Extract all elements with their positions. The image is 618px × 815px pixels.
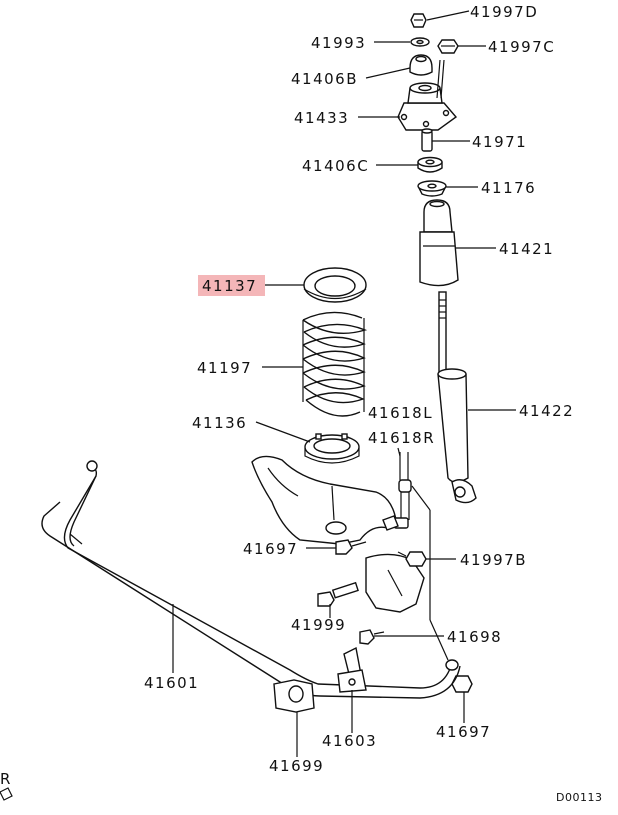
label-41136[interactable]: 41136 — [192, 414, 247, 432]
label-41999[interactable]: 41999 — [291, 616, 346, 634]
upper-bushing — [409, 54, 433, 76]
label-41698[interactable]: 41698 — [447, 628, 502, 646]
part-labels: 41997D 41993 41997C 41406B 41433 41971 4… — [144, 3, 574, 775]
corner-mark: R — [0, 770, 13, 801]
orientation-mark-text: R — [0, 770, 12, 788]
label-41406B[interactable]: 41406B — [291, 70, 358, 88]
label-41422[interactable]: 41422 — [519, 402, 574, 420]
label-41971[interactable]: 41971 — [472, 133, 527, 151]
label-41618L[interactable]: 41618L — [368, 404, 433, 422]
label-41433[interactable]: 41433 — [294, 109, 349, 127]
leader-lines — [172, 10, 516, 757]
bar-bushing — [273, 679, 315, 713]
bump-stop-boot — [419, 199, 459, 287]
label-41406C[interactable]: 41406C — [302, 157, 369, 175]
label-41699[interactable]: 41699 — [269, 757, 324, 775]
top-nut — [410, 13, 427, 28]
stabilizer-link — [382, 452, 449, 661]
mount-nut — [437, 39, 459, 54]
lower-bushing — [417, 156, 443, 173]
diagram-reference: D00113 — [556, 791, 602, 804]
label-41997B[interactable]: 41997B — [460, 551, 527, 569]
label-41137[interactable]: 41137 — [202, 277, 257, 295]
label-41618R[interactable]: 41618R — [368, 429, 435, 447]
bolt-41698 — [359, 629, 385, 645]
stabilizer-bar — [41, 460, 461, 699]
label-41997D[interactable]: 41997D — [470, 3, 538, 21]
part-drawings — [41, 13, 477, 713]
top-washer — [410, 37, 430, 47]
coil-spring — [302, 311, 368, 417]
label-41603[interactable]: 41603 — [322, 732, 377, 750]
label-41697-upper[interactable]: 41697 — [243, 540, 298, 558]
shock-absorber — [437, 291, 477, 504]
nut-41997b — [397, 551, 427, 567]
label-41176[interactable]: 41176 — [481, 179, 536, 197]
label-41197[interactable]: 41197 — [197, 359, 252, 377]
label-41601[interactable]: 41601 — [144, 674, 199, 692]
bolt-41999 — [317, 581, 359, 607]
label-41421[interactable]: 41421 — [499, 240, 554, 258]
upper-spring-seat — [303, 267, 367, 303]
highlight-41137 — [198, 275, 265, 296]
strut-top-mount — [397, 59, 458, 131]
label-41993[interactable]: 41993 — [311, 34, 366, 52]
lower-spring-seat — [304, 433, 360, 464]
spacer-collar — [421, 128, 433, 152]
bolt-41697-upper — [335, 539, 367, 555]
dust-cup — [417, 180, 447, 197]
bar-bracket — [337, 646, 367, 693]
label-41997C[interactable]: 41997C — [488, 38, 555, 56]
label-41697-lower[interactable]: 41697 — [436, 723, 491, 741]
